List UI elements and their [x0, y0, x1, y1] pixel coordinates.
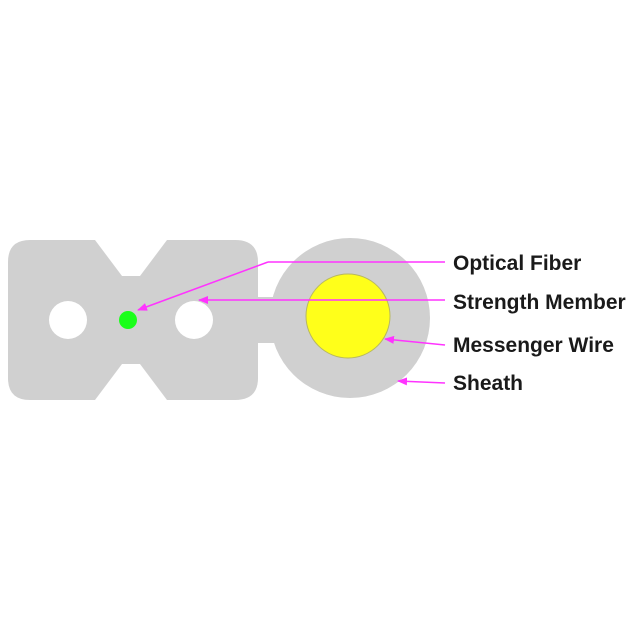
messenger-wire-leader [384, 335, 446, 346]
strength-member-left [49, 301, 87, 339]
strength-member-right [175, 301, 213, 339]
sheath-label: Sheath [453, 372, 523, 395]
optical-fiber-leader-arrow [137, 261, 269, 311]
sheath-leader [397, 377, 446, 386]
messenger-wire [305, 273, 391, 359]
messenger-wire-label: Messenger Wire [453, 334, 614, 357]
optical-fiber [119, 311, 137, 329]
strength-member-label: Strength Member [453, 291, 626, 314]
optical-fiber-label: Optical Fiber [453, 252, 581, 275]
